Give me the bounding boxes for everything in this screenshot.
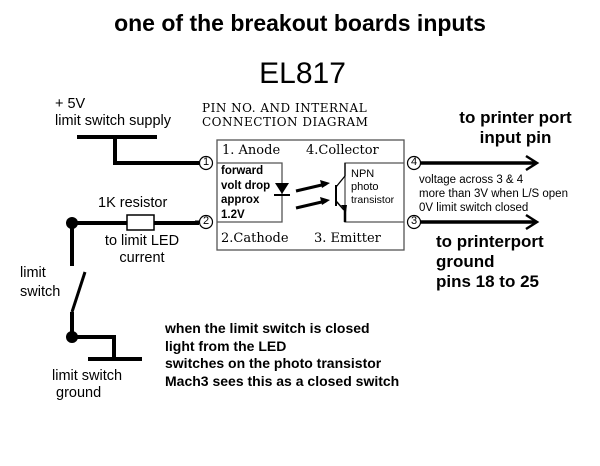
pin2-number: 2 <box>203 215 210 227</box>
explanation-line: switches on the photo transistor <box>165 355 382 371</box>
resistor-label: 1K resistor <box>98 195 168 211</box>
pin3-label: 3. Emitter <box>314 231 381 246</box>
limit-switch-blade <box>70 271 87 313</box>
datasheet-header-line2: CONNECTION DIAGRAM <box>202 115 369 129</box>
output-ground-line3: pins 18 to 25 <box>436 272 539 291</box>
resistor-note: to limit LED current <box>102 233 182 267</box>
light-arrow-icon-top <box>295 180 330 193</box>
voltage-note-line: more than 3V when L/S open <box>419 188 568 200</box>
pin1-label: 1. Anode <box>222 143 281 158</box>
led-note-line: forward <box>221 165 264 177</box>
output-ground-line1: to printerport <box>436 232 544 251</box>
ground-label-line2: ground <box>56 385 102 401</box>
light-arrow-icon-bottom <box>295 197 330 210</box>
voltage-note-line: 0V limit switch closed <box>419 202 529 214</box>
pin4-label: 4.Collector <box>306 143 379 158</box>
part-number: EL817 <box>259 57 346 90</box>
transistor-note-line: NPN <box>351 168 375 180</box>
led-note-line: 1.2V <box>221 208 245 221</box>
datasheet-header: PIN NO. AND INTERNAL CONNECTION DIAGRAM <box>202 101 368 129</box>
arrow-to-ground-pins <box>420 213 540 231</box>
led-diode-icon <box>275 183 289 194</box>
supply-label: + 5V limit switch supply <box>55 96 171 130</box>
transistor-note-line: photo <box>351 181 379 193</box>
pin2-label: 2.Cathode <box>221 231 289 246</box>
supply-description: limit switch supply <box>55 113 172 129</box>
pin3-number: 3 <box>411 215 418 227</box>
limit-switch-label-line2: switch <box>20 284 61 300</box>
led-note-line: volt drop <box>221 179 271 192</box>
datasheet-header-line1: PIN NO. AND INTERNAL <box>202 101 368 115</box>
pin1-number: 1 <box>203 156 210 168</box>
output-ground-line2: ground <box>436 252 495 271</box>
limit-switch-label: limit switch <box>20 264 60 302</box>
supply-voltage: + 5V <box>55 96 86 112</box>
output-ground-label: to printerport ground pins 18 to 25 <box>436 232 544 292</box>
transistor-box <box>344 162 404 223</box>
transistor-note-line: transistor <box>351 194 395 206</box>
explanation-line: Mach3 sees this as a closed switch <box>165 372 400 389</box>
led-note: forward volt drop approx 1.2V <box>221 164 270 222</box>
resistor-note-line2: current <box>119 250 165 266</box>
led-note-line: approx <box>221 194 260 206</box>
voltage-note: voltage across 3 & 4 more than 3V when L… <box>419 173 568 215</box>
resistor-symbol <box>126 214 155 231</box>
explanation-line: when the limit switch is closed <box>165 320 370 336</box>
ground-label: limit switch ground <box>52 368 122 402</box>
output-input-pin-label: to printer port input pin <box>448 108 583 148</box>
diagram-title: one of the breakout boards inputs <box>114 10 486 36</box>
explanation-text: when the limit switch is closed light fr… <box>165 320 399 390</box>
pin4-number: 4 <box>411 156 418 168</box>
explanation-line: light from the LED <box>165 337 287 354</box>
pin1-circle <box>198 155 214 171</box>
transistor-note: NPN photo transistor <box>351 168 394 207</box>
limit-switch-label-line1: limit <box>20 265 46 281</box>
resistor-note-line1: to limit LED <box>104 233 180 249</box>
output-input-pin-line1: to printer port <box>459 108 572 127</box>
ground-label-line1: limit switch <box>52 368 123 384</box>
phototransistor-icon <box>335 163 347 222</box>
voltage-note-line: voltage across 3 & 4 <box>419 174 524 186</box>
wire-to-ground <box>72 335 116 359</box>
output-input-pin-line2: input pin <box>479 128 552 147</box>
arrow-to-input-pin <box>420 154 540 172</box>
wire-supply-to-pin1 <box>113 137 199 165</box>
optocoupler-package <box>216 139 405 251</box>
